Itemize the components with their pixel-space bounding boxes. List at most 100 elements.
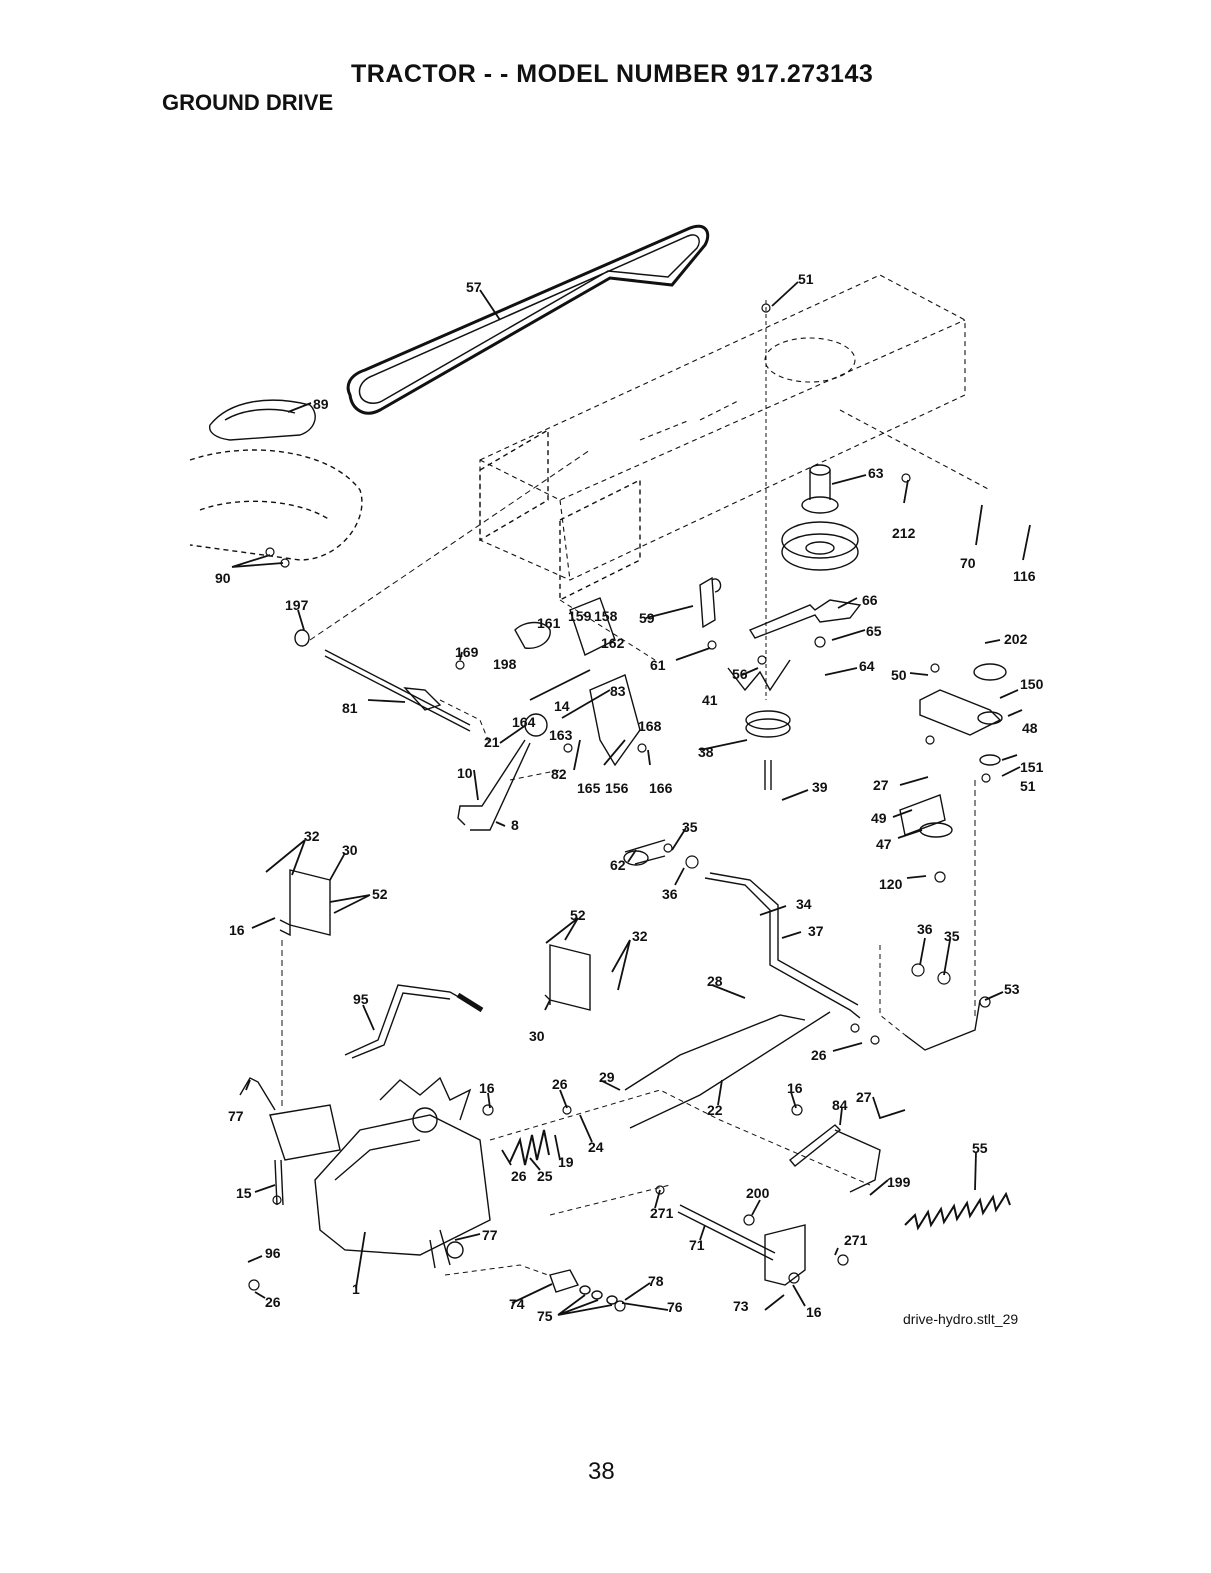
part-label: 197 [285, 597, 309, 613]
part-label: 35 [944, 928, 960, 944]
transmission-unit [239, 1076, 491, 1269]
part-label: 8 [511, 817, 519, 833]
part-label: 164 [512, 714, 536, 730]
part-label: 26 [552, 1076, 568, 1092]
idler-arm [727, 659, 791, 692]
part-label: 74 [509, 1296, 525, 1312]
part-label: 150 [1020, 676, 1044, 692]
part-label: 32 [632, 928, 648, 944]
part-label: 55 [972, 1140, 988, 1156]
part-label: 158 [594, 608, 618, 624]
part-label: 200 [746, 1185, 770, 1201]
part-label: 51 [798, 271, 814, 287]
part-label: 83 [610, 683, 626, 699]
part-label: 89 [313, 396, 329, 412]
control-rod [623, 839, 861, 1019]
part-label: 199 [887, 1174, 911, 1190]
idler-pulley [745, 710, 791, 790]
part-label: 52 [570, 907, 586, 923]
part-label: 26 [265, 1294, 281, 1310]
part-label: 73 [733, 1298, 749, 1314]
part-label: 29 [599, 1069, 615, 1085]
linkage-rods [624, 1011, 831, 1129]
lower-bracket [764, 1224, 806, 1286]
part-label: 163 [549, 727, 573, 743]
pulley-assembly [765, 300, 859, 700]
part-label: 49 [871, 810, 887, 826]
part-label: 16 [787, 1080, 803, 1096]
part-label: 35 [682, 819, 698, 835]
part-label: 71 [689, 1237, 705, 1253]
part-label: 34 [796, 896, 812, 912]
part-label: 166 [649, 780, 673, 796]
page-number: 38 [588, 1458, 615, 1485]
part-label: 47 [876, 836, 892, 852]
part-label: 156 [605, 780, 629, 796]
cross-shaft [294, 449, 591, 732]
part-label: 28 [707, 973, 723, 989]
part-label: 64 [859, 658, 875, 674]
part-label: 202 [1004, 631, 1028, 647]
part-label: 271 [844, 1232, 868, 1248]
part-label: 36 [662, 886, 678, 902]
mount-plate-left [279, 869, 331, 1110]
part-label: 271 [650, 1205, 674, 1221]
part-label: 41 [702, 692, 718, 708]
part-label: 77 [228, 1108, 244, 1124]
part-label: 57 [466, 279, 482, 295]
part-label: 10 [457, 765, 473, 781]
part-label: 50 [891, 667, 907, 683]
part-label: 21 [484, 734, 500, 750]
part-label: 76 [667, 1299, 683, 1315]
spring [904, 1191, 1011, 1231]
part-label: 82 [551, 766, 567, 782]
part-label: 159 [568, 608, 592, 624]
part-label: 16 [806, 1304, 822, 1320]
part-label: 96 [265, 1245, 281, 1261]
part-label: 168 [638, 718, 662, 734]
compression-spring [509, 1129, 550, 1166]
fender-part [189, 399, 363, 561]
part-label: 22 [707, 1102, 723, 1118]
part-label: 161 [537, 615, 561, 631]
part-label: 116 [1013, 568, 1036, 584]
mount-plate-center [544, 944, 591, 1011]
part-label: 62 [610, 857, 626, 873]
part-label: 75 [537, 1308, 553, 1324]
page-title: TRACTOR - - MODEL NUMBER 917.273143 [351, 60, 874, 88]
part-label: 24 [588, 1139, 604, 1155]
part-label: 212 [892, 525, 916, 541]
bracket-plate [479, 428, 641, 602]
part-label: 63 [868, 465, 884, 481]
part-label: 32 [304, 828, 320, 844]
part-label: 77 [482, 1227, 498, 1243]
arm-bracket [748, 599, 862, 639]
part-label: 39 [812, 779, 828, 795]
part-label: 151 [1020, 759, 1044, 775]
part-label: 61 [650, 657, 666, 673]
part-label: 81 [342, 700, 358, 716]
part-label: 37 [808, 923, 824, 939]
part-label: 51 [1020, 778, 1036, 794]
part-label: 36 [917, 921, 933, 937]
lower-bar [677, 1204, 776, 1261]
part-label: 66 [862, 592, 878, 608]
clip-bracket [699, 576, 722, 629]
part-label: 59 [639, 610, 655, 626]
part-label: 78 [648, 1273, 664, 1289]
section-title: GROUND DRIVE [162, 90, 334, 115]
part-label: 165 [577, 780, 601, 796]
part-label: 169 [455, 644, 479, 660]
part-label: 14 [554, 698, 570, 714]
part-label: 15 [236, 1185, 252, 1201]
part-label: 30 [529, 1028, 545, 1044]
part-label: 19 [558, 1154, 574, 1170]
part-label: 16 [229, 922, 245, 938]
shift-lever [344, 984, 484, 1059]
part-label: 90 [215, 570, 231, 586]
part-label: 52 [372, 886, 388, 902]
part-label: 38 [698, 744, 714, 760]
part-label: 162 [601, 635, 625, 651]
part-label: 70 [960, 555, 976, 571]
